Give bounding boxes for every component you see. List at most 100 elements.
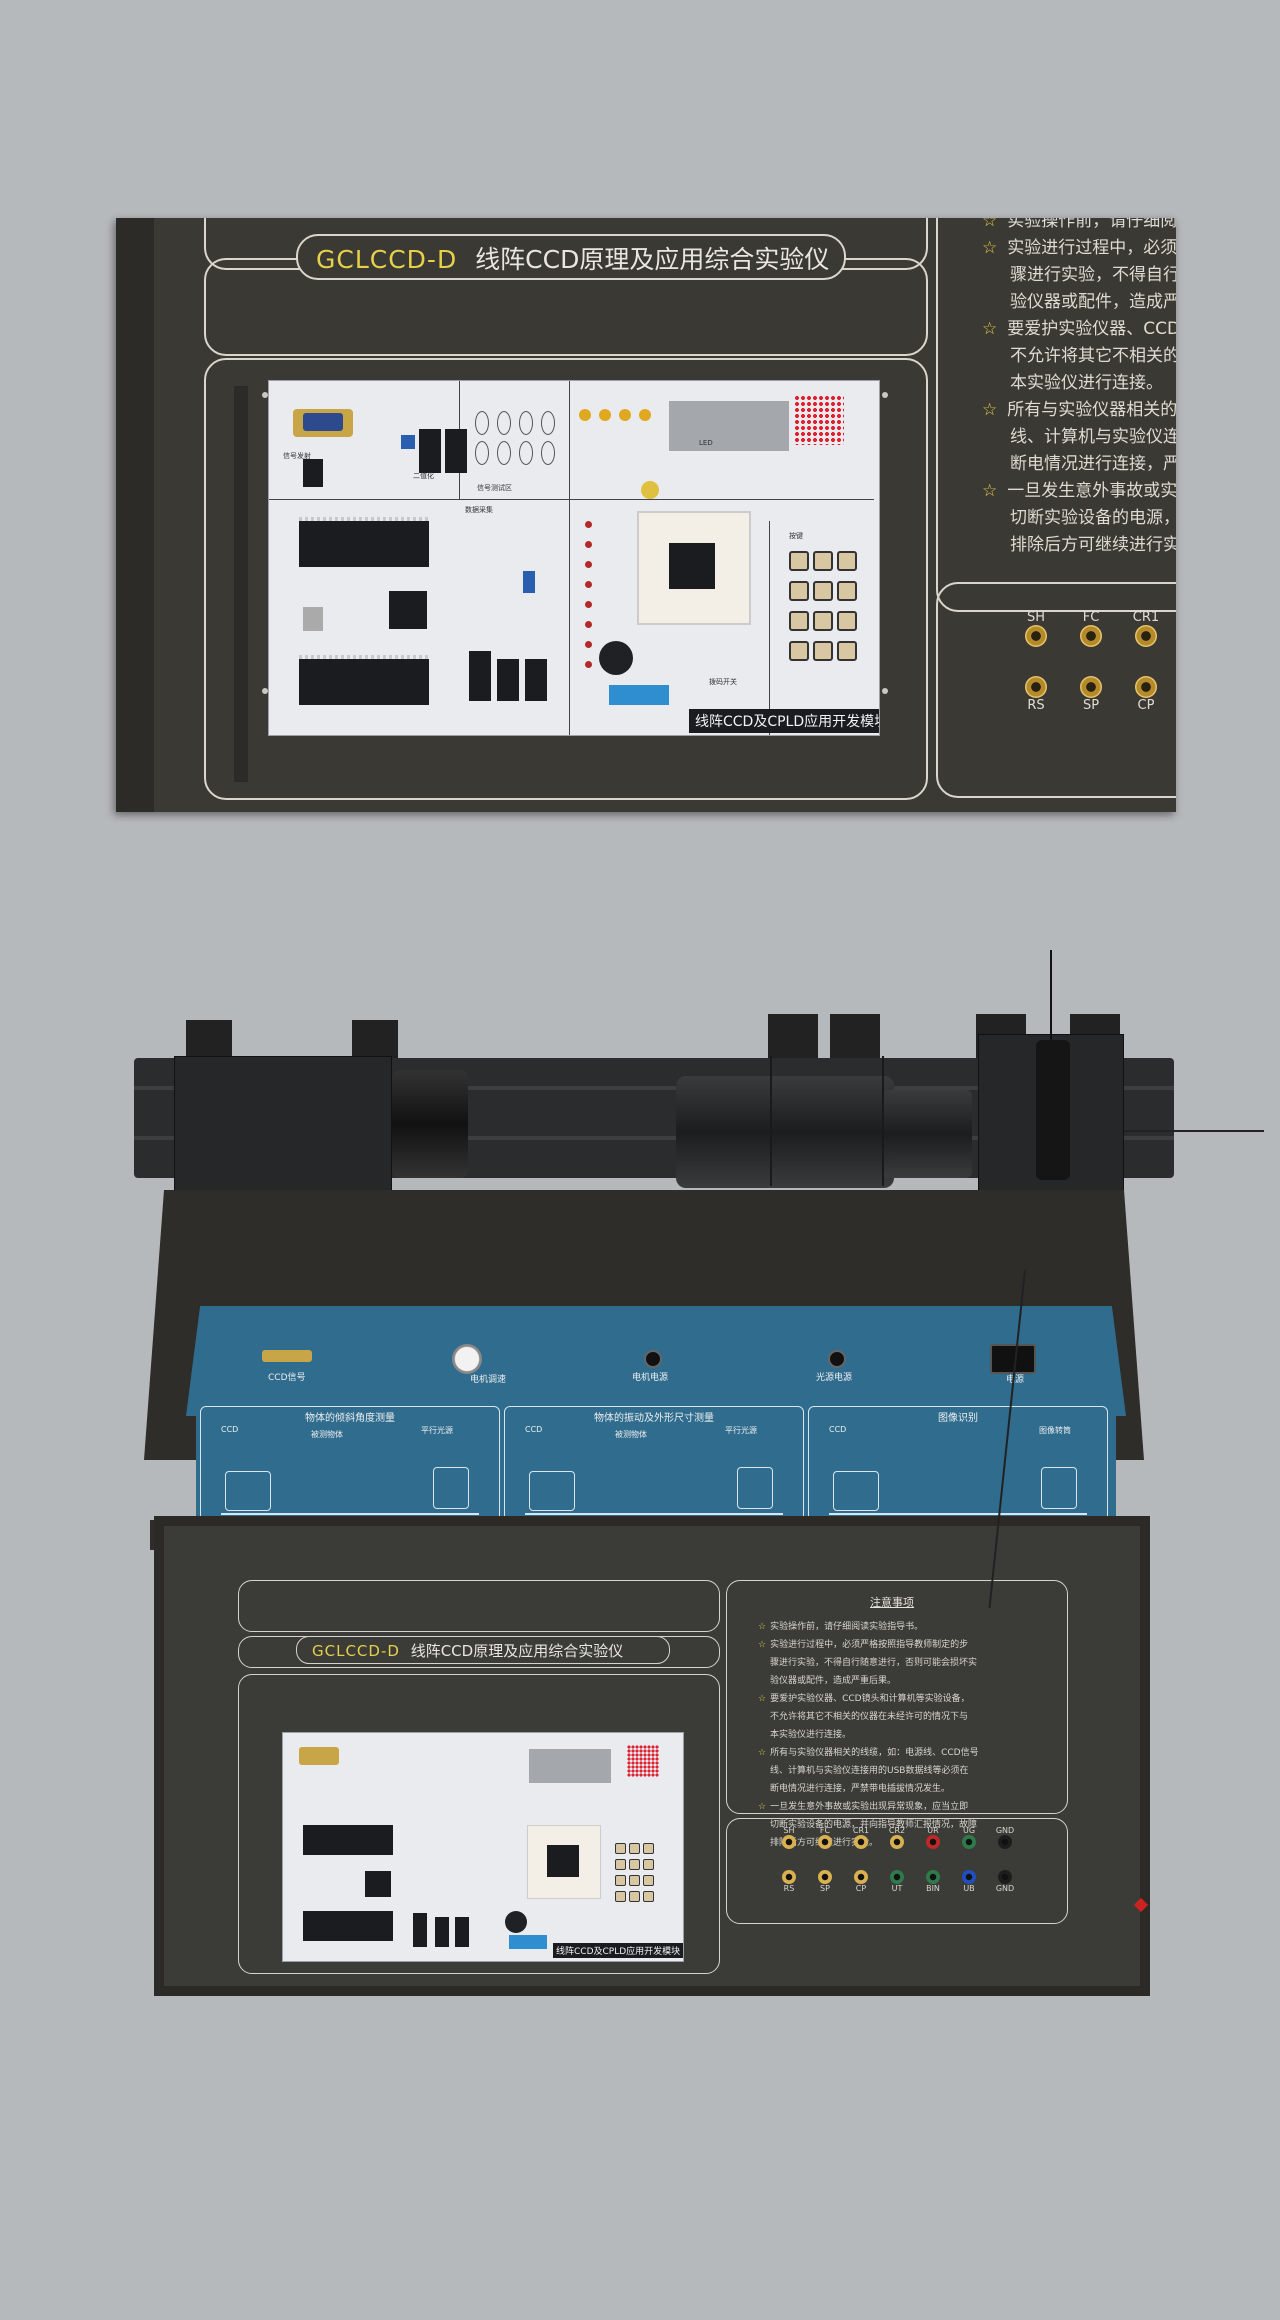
jack-terminal[interactable]: FC	[810, 1826, 840, 1849]
jack-terminal[interactable]: CP	[1126, 676, 1166, 713]
light-power-socket[interactable]	[828, 1350, 846, 1368]
led-indicator	[585, 661, 592, 668]
ccd-sketch	[529, 1471, 575, 1511]
test-point	[475, 411, 489, 435]
banana-jack[interactable]	[998, 1835, 1012, 1849]
notes-line: 断电情况进行连接，严禁带电插拔情况发生。	[758, 1780, 979, 1798]
test-point	[497, 441, 511, 465]
jack-label: UG	[962, 1826, 976, 1835]
banana-jack[interactable]	[1135, 625, 1157, 647]
ccd-camera-holder	[174, 1056, 392, 1200]
banana-jack[interactable]	[1080, 676, 1102, 698]
push-button[interactable]	[813, 641, 833, 661]
motor-power-socket[interactable]	[644, 1350, 662, 1368]
banana-jack[interactable]	[926, 1870, 940, 1884]
star-bullet: ☆	[758, 1622, 767, 1632]
banana-jack[interactable]	[998, 1870, 1012, 1884]
notes-line: 骤进行实验，不得自行随意进行，否则可能会损坏实	[758, 1654, 979, 1672]
banana-jack[interactable]	[1135, 676, 1157, 698]
jack-terminal[interactable]: FC	[1071, 610, 1111, 647]
jack-label: CP	[1137, 698, 1155, 713]
banana-jack[interactable]	[926, 1835, 940, 1849]
push-button[interactable]	[629, 1859, 640, 1870]
jack-terminal[interactable]: GND	[990, 1826, 1020, 1849]
banana-jack[interactable]	[1025, 676, 1047, 698]
push-button[interactable]	[615, 1875, 626, 1886]
push-button[interactable]	[837, 581, 857, 601]
led-indicator	[585, 541, 592, 548]
experiment-label: CCD	[829, 1425, 847, 1434]
pcb-frame	[204, 358, 928, 800]
push-button[interactable]	[629, 1843, 640, 1854]
push-button[interactable]	[789, 611, 809, 631]
experiment-label: 图像转筒	[1039, 1426, 1071, 1435]
led-matrix	[794, 395, 844, 445]
push-button[interactable]	[643, 1875, 654, 1886]
jack-terminal[interactable]: UB	[954, 1870, 984, 1893]
note-line: 不允许将其它不相关的	[982, 343, 1176, 370]
push-button[interactable]	[615, 1859, 626, 1870]
push-button[interactable]	[643, 1859, 654, 1870]
light-source	[676, 1076, 894, 1188]
note-text: 切断实验设备的电源，	[1010, 508, 1176, 528]
jack-terminal[interactable]: CP	[846, 1870, 876, 1893]
jack-terminal[interactable]: CR1	[1126, 610, 1166, 647]
note-text: 一旦发生意外事故或实	[1007, 481, 1176, 501]
push-button[interactable]	[813, 581, 833, 601]
banana-jack[interactable]	[818, 1835, 832, 1849]
jack-terminal[interactable]: CR1	[846, 1826, 876, 1849]
jack-terminal[interactable]: SH	[774, 1826, 804, 1849]
experiment-label: 平行光源	[725, 1426, 757, 1435]
star-bullet: ☆	[758, 1802, 767, 1812]
motor-power-label: 电机电源	[632, 1373, 669, 1383]
rail-sketch	[829, 1513, 1087, 1515]
banana-jack[interactable]	[890, 1835, 904, 1849]
jack-terminal[interactable]: CR2	[882, 1826, 912, 1849]
jack-terminal[interactable]: SH	[1016, 610, 1056, 647]
jack-terminal[interactable]: RS	[774, 1870, 804, 1893]
jack-terminal[interactable]: UR	[918, 1826, 948, 1849]
jack-terminal[interactable]: UG	[954, 1826, 984, 1849]
banana-jack[interactable]	[818, 1870, 832, 1884]
led-indicator	[585, 641, 592, 648]
jack-terminal[interactable]: SP	[1071, 676, 1111, 713]
push-button[interactable]	[643, 1843, 654, 1854]
jack-terminal[interactable]: GND	[990, 1870, 1020, 1893]
plcc-chip	[389, 591, 427, 629]
banana-jack[interactable]	[890, 1870, 904, 1884]
ccd-signal-connector[interactable]	[262, 1350, 312, 1362]
push-button[interactable]	[643, 1891, 654, 1902]
push-button[interactable]	[789, 641, 809, 661]
banana-jack[interactable]	[1080, 625, 1102, 647]
ccd-lens	[392, 1070, 468, 1178]
push-button[interactable]	[629, 1875, 640, 1886]
banana-jack[interactable]	[854, 1835, 868, 1849]
banana-jack[interactable]	[962, 1835, 976, 1849]
note-line: ☆要爱护实验仪器、CCD	[982, 316, 1176, 343]
push-button[interactable]	[789, 581, 809, 601]
push-button[interactable]	[629, 1891, 640, 1902]
push-button[interactable]	[837, 641, 857, 661]
motor-speed-knob[interactable]	[452, 1344, 482, 1374]
banana-jack[interactable]	[854, 1870, 868, 1884]
push-button[interactable]	[615, 1843, 626, 1854]
push-button[interactable]	[837, 551, 857, 571]
push-button[interactable]	[789, 551, 809, 571]
banana-jack[interactable]	[1025, 625, 1047, 647]
push-button[interactable]	[813, 551, 833, 571]
jack-terminal[interactable]: SP	[810, 1870, 840, 1893]
jack-terminal[interactable]: RS	[1016, 676, 1056, 713]
jack-terminal[interactable]: UT	[882, 1870, 912, 1893]
note-line: 排除后方可继续进行实	[982, 532, 1176, 559]
jack-label: CP	[855, 1884, 867, 1893]
jack-terminal[interactable]: BIN	[918, 1870, 948, 1893]
banana-jack[interactable]	[782, 1835, 796, 1849]
motor-speed-label: 电机调速	[470, 1375, 507, 1385]
banana-jack[interactable]	[782, 1870, 796, 1884]
note-text: 不允许将其它不相关的	[1010, 346, 1176, 366]
push-button[interactable]	[813, 611, 833, 631]
push-button[interactable]	[837, 611, 857, 631]
banana-jack[interactable]	[962, 1870, 976, 1884]
push-button[interactable]	[615, 1891, 626, 1902]
